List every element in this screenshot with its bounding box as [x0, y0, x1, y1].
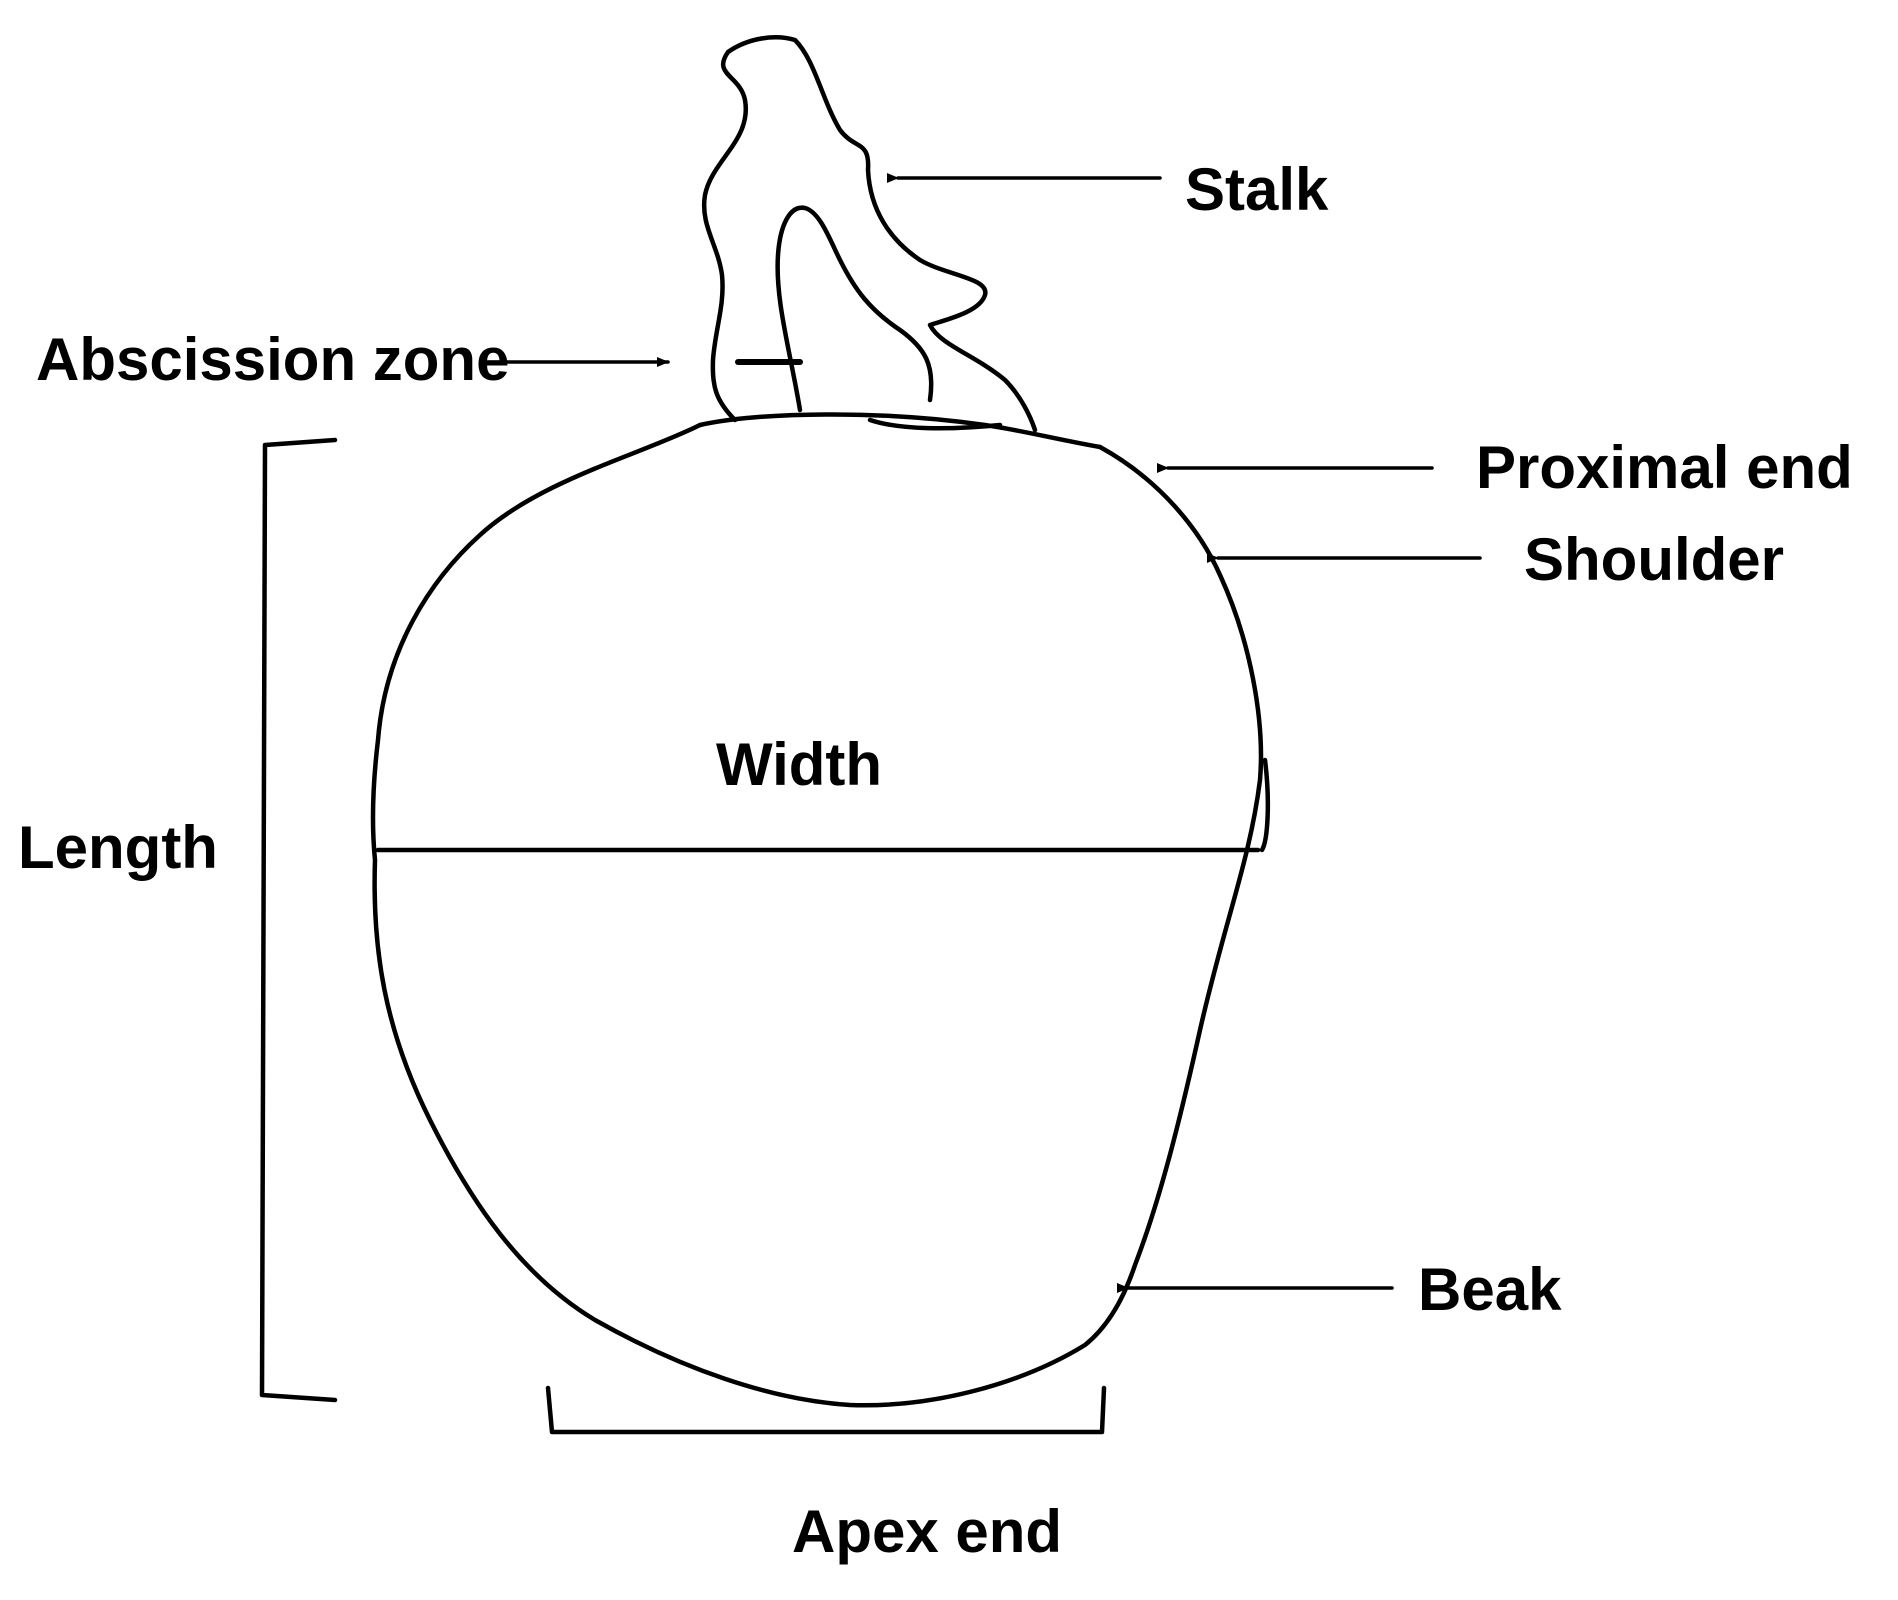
fruit-body-outline	[370, 422, 1264, 1408]
shoulder-label: Shoulder	[1524, 526, 1784, 593]
stalk-inner-fold	[775, 205, 934, 413]
stalk-outline	[701, 35, 1038, 433]
beak-label: Beak	[1418, 1256, 1562, 1323]
stalk-label: Stalk	[1185, 156, 1329, 223]
proximal-end-label: Proximal end	[1476, 434, 1853, 501]
calyx-curl	[867, 417, 1003, 431]
width-label: Width	[716, 731, 882, 798]
apex-end-label: Apex end	[792, 1498, 1062, 1565]
calyx-line	[697, 412, 1103, 450]
apex-end-bracket	[545, 1385, 1107, 1435]
fruit-side-bulge	[1259, 757, 1271, 853]
abscission-zone-label: Abscission zone	[36, 326, 509, 393]
length-label: Length	[18, 814, 218, 881]
length-bracket	[259, 437, 338, 1403]
